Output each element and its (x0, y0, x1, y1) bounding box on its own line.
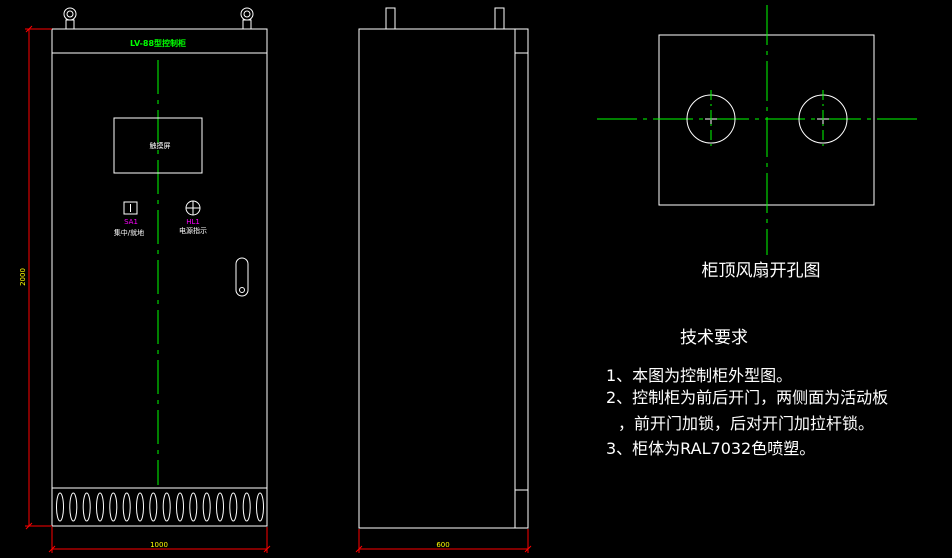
width-dimension (48, 527, 271, 553)
vent-slot (189, 492, 198, 522)
vent-slot (56, 492, 64, 522)
depth-dim-text: 600 (436, 541, 449, 549)
vent-slot (216, 492, 224, 522)
notes-line-2: 2、控制柜为前后开门，两侧面为活动板 (606, 388, 888, 407)
width-dim-text: 1000 (150, 541, 168, 549)
lamp-code: HL1 (186, 218, 200, 226)
vent-slot (82, 492, 91, 522)
notes-line-1: 1、本图为控制柜外型图。 (606, 366, 792, 385)
lamp-label: 电源指示 (179, 226, 207, 235)
notes-line-4: 3、柜体为RAL7032色喷塑。 (606, 439, 815, 458)
top-view-caption: 柜顶风扇开孔图 (702, 261, 821, 281)
side-view: 600 (355, 7, 532, 553)
top-view: 柜顶风扇开孔图 (597, 5, 921, 281)
vent-slot (229, 492, 238, 522)
side-cabinet-outline (358, 28, 529, 529)
vent-slot (136, 492, 144, 522)
touch-screen (113, 117, 203, 174)
vent-slot (69, 492, 78, 522)
vent-slot (162, 492, 171, 522)
notes-heading: 技术要求 (680, 328, 748, 348)
vent-slot (109, 492, 118, 522)
side-lift-post-right (494, 7, 505, 30)
ventilation-slots (56, 492, 264, 522)
switch-label: 集中/就地 (114, 228, 144, 237)
technical-notes: 技术要求 1、本图为控制柜外型图。 2、控制柜为前后开门，两侧面为活动板 ，前开… (606, 328, 888, 458)
depth-dimension (355, 529, 532, 553)
switch-code: SA1 (124, 218, 138, 226)
notes-line-3: ，前开门加锁，后对开门加拉杆锁。 (618, 414, 874, 433)
door-handle-icon (235, 257, 249, 297)
front-cabinet-outline (51, 28, 268, 527)
lifting-ring-right (240, 7, 254, 30)
indicator-lamp-icon (185, 200, 201, 216)
vent-slot (122, 492, 131, 522)
selector-switch-icon (123, 201, 138, 215)
height-dimension (25, 25, 52, 530)
vent-slot (202, 492, 211, 522)
height-dim-text: 2000 (19, 268, 27, 286)
touch-screen-label: 触摸屏 (150, 141, 171, 150)
vent-slot (256, 492, 264, 522)
vent-slot (176, 492, 184, 522)
side-lift-post-left (385, 7, 396, 30)
vent-slot (149, 492, 158, 522)
front-view: LV-88型控制柜 触摸屏 SA1 集中/就地 HL1 电源指示 (19, 7, 271, 553)
lifting-ring-left (63, 7, 77, 30)
cabinet-title: LV-88型控制柜 (130, 38, 186, 48)
vent-slot (96, 492, 104, 522)
vent-slot (242, 492, 251, 522)
